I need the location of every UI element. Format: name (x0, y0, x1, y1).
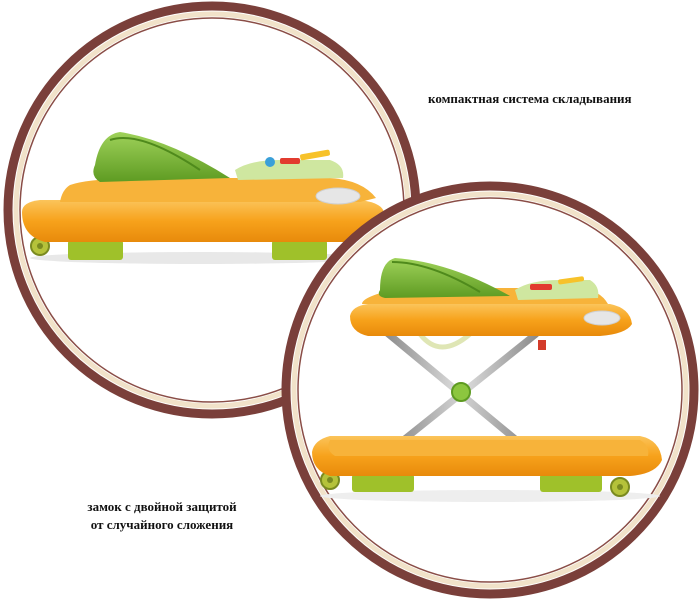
baby-walker-folded-icon (22, 132, 384, 264)
safety-lock-caption-line-1: замок с двойной защитой (87, 499, 237, 514)
baby-walker-unfolded-icon (312, 258, 662, 502)
safety-lock-caption: замок с двойной защитой от случайного сл… (62, 498, 262, 534)
unfolded-walker-ring (281, 181, 699, 599)
safety-lock-caption-line-2: от случайного сложения (90, 517, 234, 532)
folding-system-caption: компактная система складывания (428, 91, 632, 106)
